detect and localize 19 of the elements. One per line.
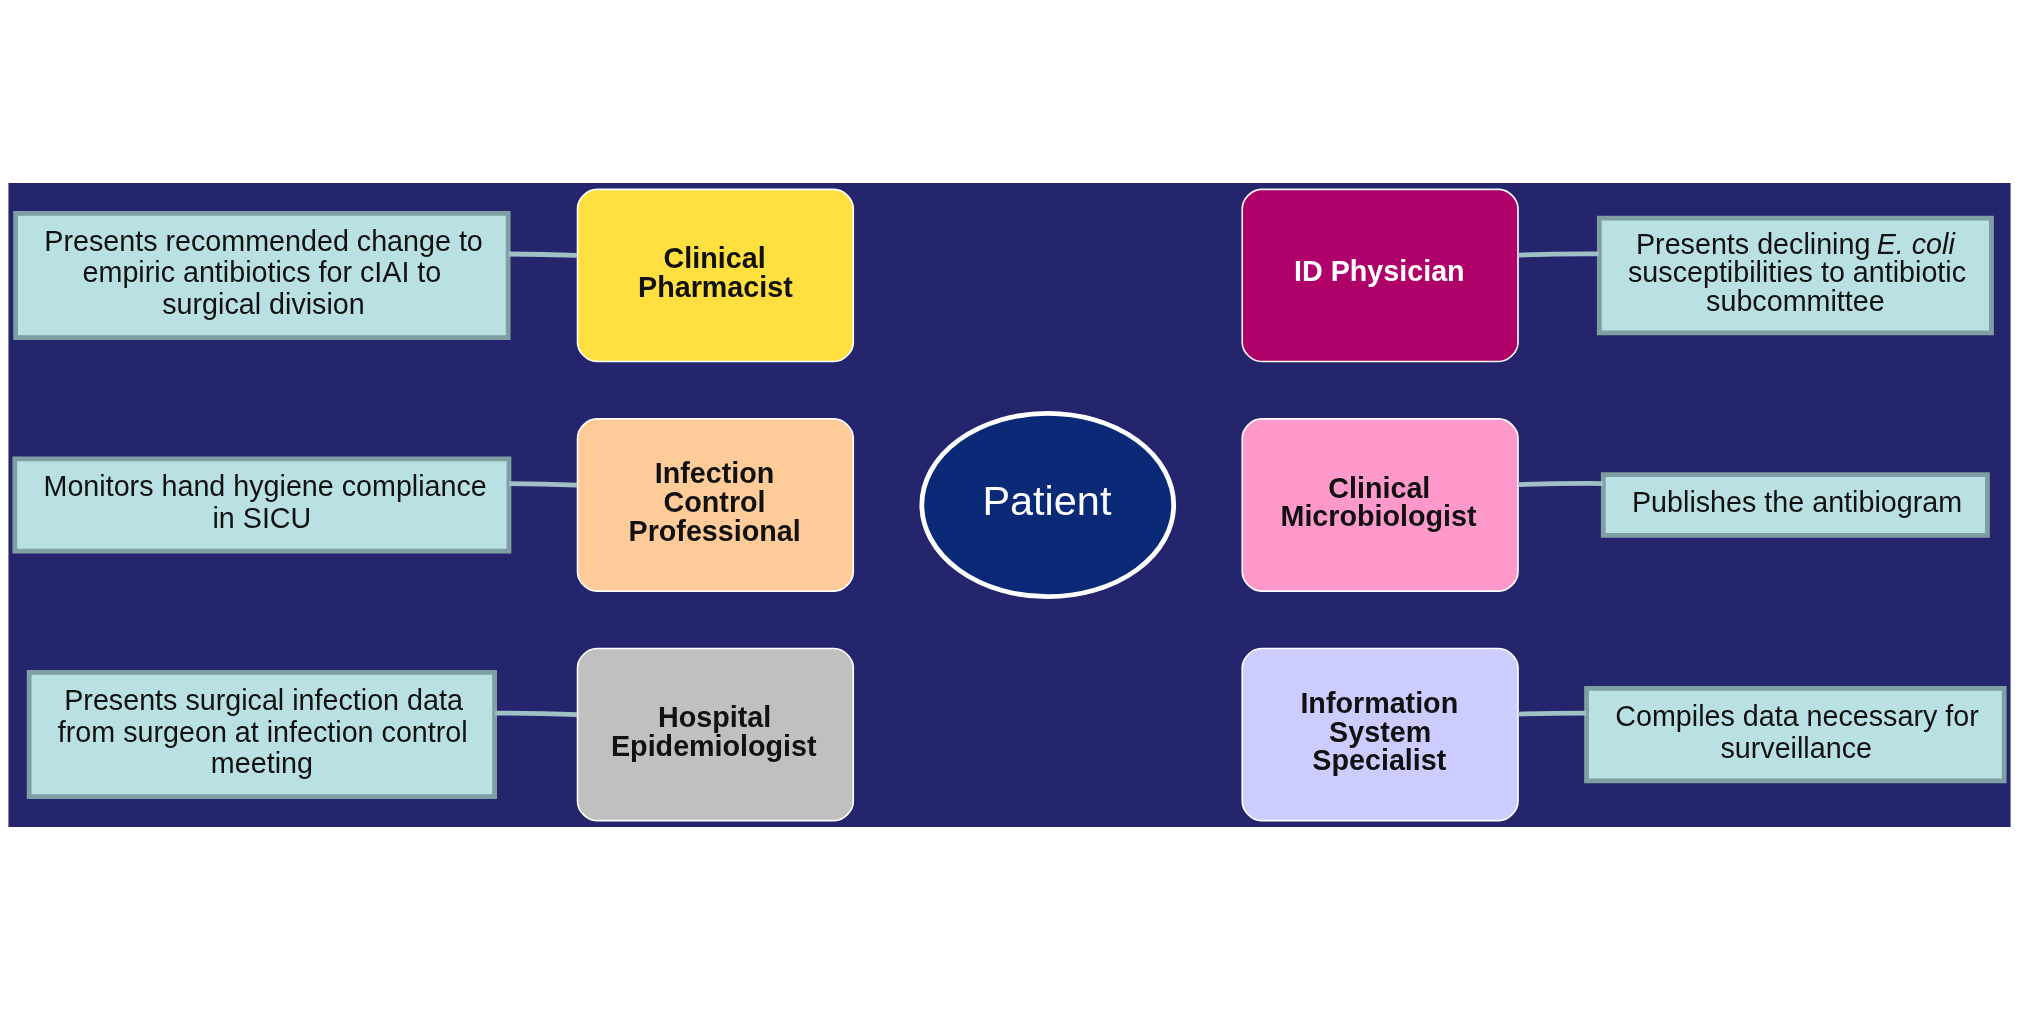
- node-ellipse: Patient: [919, 410, 1177, 599]
- connector: [1518, 251, 1599, 257]
- node-box: Hospital Epidemiologist: [576, 647, 855, 821]
- connector: [1518, 480, 1604, 487]
- node-box: Compiles data necessary for surveillance: [1584, 685, 2007, 783]
- node-box: Presents recommended change to empiric antibiotics for cIAI to surgical division: [13, 210, 511, 340]
- node-box: Clinical Microbiologist: [1241, 417, 1519, 592]
- node-box: Presents surgical infection data from surgeon at infection control meeting: [26, 669, 497, 799]
- node-box: Monitors hand hygiene compliance in SICU: [12, 455, 512, 554]
- node-box: Clinical Pharmacist: [576, 188, 855, 362]
- connector: [508, 251, 578, 258]
- node-box: Presents declining E. coli susceptibilities to antibiotic subcommittee: [1596, 215, 1994, 335]
- connector: [1518, 710, 1587, 717]
- node-box: Information System Specialist: [1241, 647, 1519, 821]
- node-box: ID Physician: [1241, 188, 1519, 362]
- node-box: Publishes the antibiogram: [1600, 471, 1990, 538]
- connector: [495, 710, 578, 717]
- node-box: Infection Control Professional: [576, 417, 855, 592]
- connector: [509, 480, 578, 487]
